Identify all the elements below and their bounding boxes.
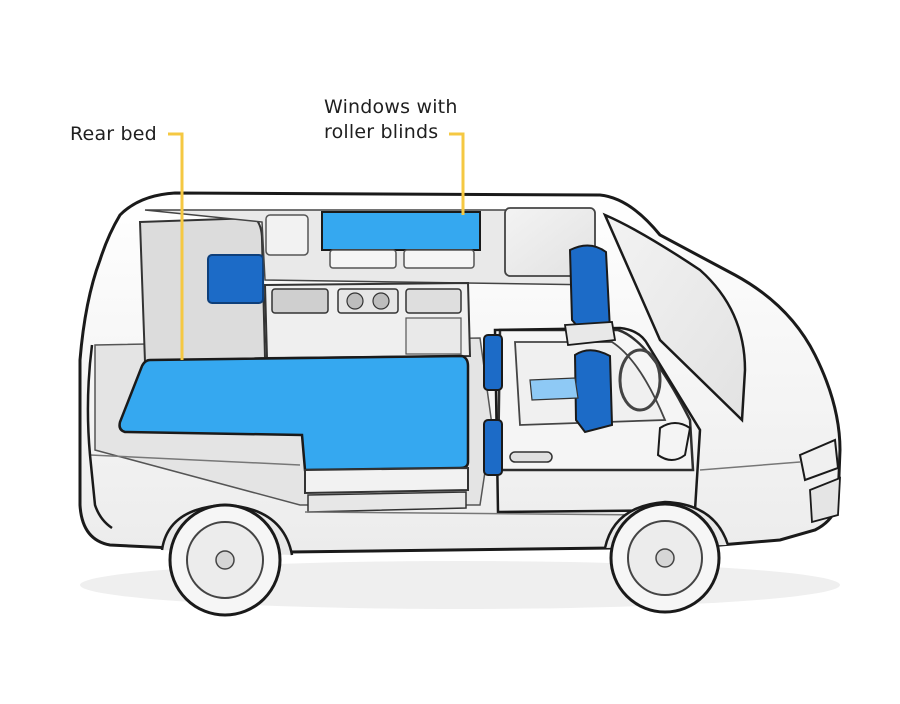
kitchen-cupboard-door [405,317,462,355]
windows-label: Windows with roller blinds [324,95,458,145]
front-grille [809,476,841,524]
rear-wheel [160,503,294,617]
windows-label-line-1: Windows with [324,96,458,118]
rear-bed-label: Rear bed [70,123,157,145]
window-pane-left [329,249,397,269]
roller-blind-window [321,211,481,251]
body-crease [89,454,801,516]
door-handle [509,451,553,463]
rear-bed-leader-line [168,132,184,360]
bed-base [304,466,469,495]
rear-side-window [265,214,309,256]
countertop-sink-2 [405,288,462,314]
bench-seat [483,334,503,476]
bed-base-lower [307,491,467,513]
rear-corner [86,344,113,530]
steering-wheel [618,348,662,412]
front-wheel [603,500,730,614]
windows-label-line-2: roller blinds [324,121,439,143]
headlight [798,438,840,482]
passenger-seat [529,349,614,434]
window-pane-right [403,249,475,269]
sink [271,288,329,314]
windshield [602,212,747,423]
sliding-door-opening [493,326,702,514]
windows-leader-line [449,132,465,215]
wing-mirror [656,422,692,461]
cabinet-blue-panel [207,254,264,304]
hob [337,288,399,314]
driver-seat [563,244,617,346]
